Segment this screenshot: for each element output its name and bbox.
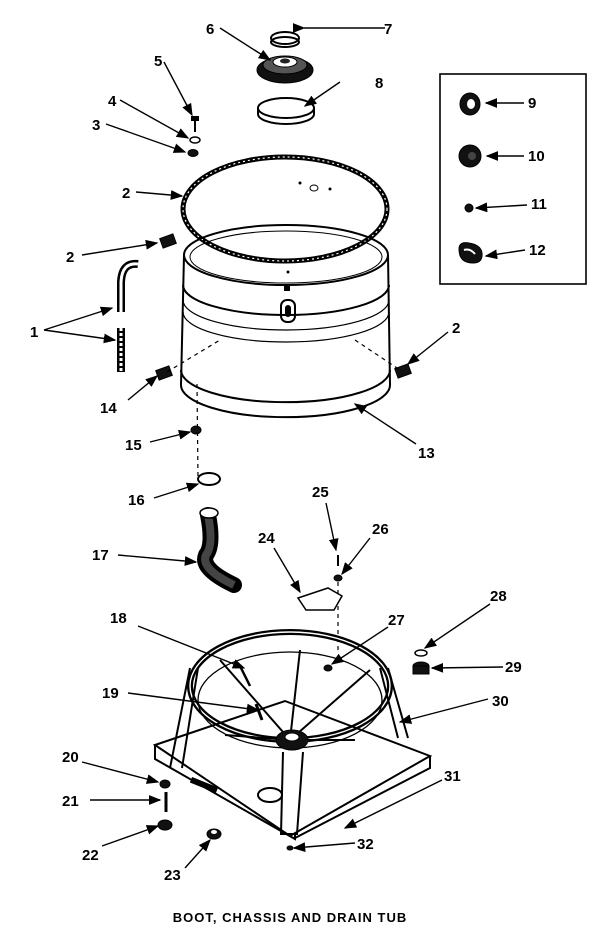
part-11-seal	[458, 144, 482, 168]
part-29-washer	[414, 649, 428, 657]
part-16-nut	[190, 425, 202, 435]
part-2-clip-left	[159, 233, 177, 249]
callout-16: 15	[125, 437, 142, 454]
callout-1: 1	[30, 324, 38, 341]
callout-20: 19	[102, 685, 119, 702]
callout-27: 26	[372, 521, 389, 538]
part-30-foot	[412, 661, 430, 675]
part-8-clamp	[270, 31, 300, 48]
part-31-chassis	[169, 629, 409, 835]
callout-4: 3	[92, 117, 100, 134]
callout-2-right: 2	[452, 320, 460, 337]
part-23-foot	[157, 819, 173, 831]
callout-21: 20	[62, 749, 79, 766]
part-28-nut	[323, 664, 333, 672]
assembly-line-tub-drain	[196, 383, 199, 481]
part-7-boot-seal	[256, 55, 314, 84]
callout-5: 4	[108, 93, 117, 110]
callout-10: 9	[528, 95, 536, 112]
callout-18: 17	[92, 547, 109, 564]
callout-labels: 7 6 8 5 4 3 2 2 2 1 9 10 11 12 14 15 13 …	[30, 21, 547, 884]
part-15-clip	[155, 365, 173, 381]
callout-31: 30	[492, 693, 509, 710]
part-27-nut	[333, 574, 343, 582]
part-1-hose	[117, 259, 139, 372]
callout-28: 27	[388, 612, 405, 629]
callout-23: 22	[82, 847, 99, 864]
part-32-base	[152, 699, 433, 841]
callout-11: 10	[528, 148, 545, 165]
callout-26: 25	[312, 484, 329, 501]
part-10-seal	[459, 92, 481, 116]
callout-32: 31	[444, 768, 461, 785]
callout-6: 5	[154, 53, 162, 70]
part-6-screw	[191, 116, 199, 132]
callout-17: 16	[128, 492, 145, 509]
assembly-line-15	[166, 339, 221, 373]
callout-13: 12	[529, 242, 546, 259]
callout-25: 24	[258, 530, 275, 547]
part-2-clip-right	[394, 363, 412, 379]
part-24-clamp	[206, 828, 222, 840]
callout-24: 23	[164, 867, 181, 884]
part-4-nut	[187, 149, 199, 157]
part-19-spring	[238, 665, 252, 687]
part-21-nut	[159, 779, 171, 789]
part-9-clamp-band	[257, 97, 315, 125]
part-18-drain-hose	[197, 507, 242, 593]
callout-14: 13	[418, 445, 435, 462]
callout-30: 29	[505, 659, 522, 676]
callout-12: 11	[531, 196, 547, 213]
callout-2-left: 2	[66, 249, 74, 266]
callout-33: 32	[357, 836, 374, 853]
part-5-washer	[189, 136, 201, 144]
part-33-pin	[286, 845, 294, 851]
part-3-tub-gasket	[180, 154, 390, 264]
part-12-screw	[464, 203, 474, 213]
assembly-line-2-right	[354, 339, 401, 371]
leader-lines	[43, 23, 528, 869]
part-14-drain-tub	[180, 181, 391, 419]
part-13-grommet	[458, 242, 483, 264]
callout-22: 21	[62, 793, 79, 810]
callout-19: 18	[110, 610, 127, 627]
part-17-hose-clamp	[197, 472, 221, 486]
callout-29: 28	[490, 588, 507, 605]
diagram-title: BOOT, CHASSIS AND DRAIN TUB	[173, 910, 408, 925]
part-25-bracket	[296, 587, 344, 611]
callout-9: 8	[375, 75, 383, 92]
callout-8: 7	[384, 21, 392, 38]
inset-box	[439, 73, 587, 285]
callout-3: 2	[122, 185, 130, 202]
callout-7: 6	[206, 21, 214, 38]
callout-15: 14	[100, 400, 117, 417]
